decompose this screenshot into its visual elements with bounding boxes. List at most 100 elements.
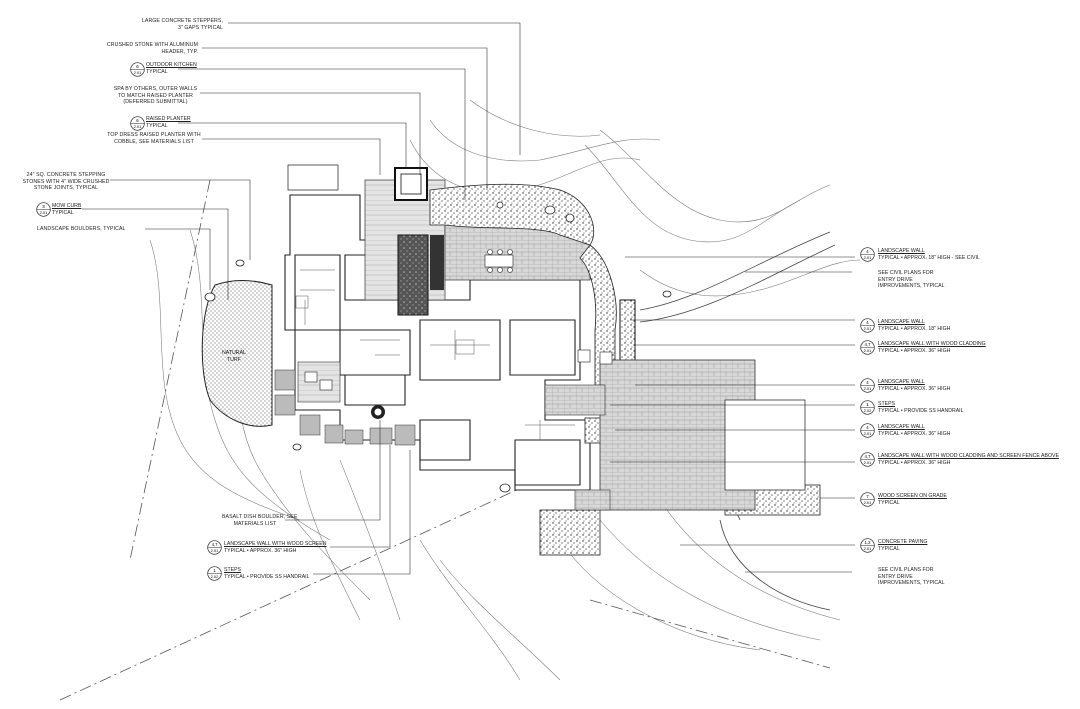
tag-bottom: 2.01 <box>864 546 873 551</box>
west-patio <box>297 361 341 403</box>
tag-bottom: 2.02 <box>211 574 220 579</box>
tag-bottom: 2.01 <box>134 70 143 75</box>
callout-sub: TYPICAL • APPROX. 36" HIGH <box>224 547 297 554</box>
tag-bottom: 2.01 <box>40 210 49 215</box>
note-line: LARGE CONCRETE STEPPERS, <box>141 18 223 24</box>
steps-south <box>574 489 611 511</box>
callout-title: CONCRETE PAVING <box>878 539 928 545</box>
tag-bottom: 2.01 <box>864 326 873 331</box>
note-basalt-boulder: BASALT DISH BOULDER, SEE MATERIALS LIST <box>222 514 297 527</box>
callout-title: LANDSCAPE WALL WITH WOOD SCREEN <box>224 541 327 547</box>
note-spa: SPA BY OTHERS, OUTER WALLS TO MATCH RAIS… <box>108 86 203 106</box>
outdoor-kitchen-dark <box>397 234 429 316</box>
callout-sub: TYPICAL • APPROX. 18" HIGH - SEE CIVIL <box>878 254 980 261</box>
callout-title: STEPS <box>224 567 242 573</box>
note-outdoor-kitchen: OUTDOOR KITCHEN TYPICAL <box>146 62 197 75</box>
callout-title: MOW CURB <box>52 203 82 209</box>
note-line: COBBLE, SEE MATERIALS LIST <box>114 138 194 145</box>
tag-bottom: 2.01 <box>864 431 873 436</box>
tag-bottom: 2.01 <box>134 124 143 129</box>
note-line: CRUSHED STONE WITH ALUMINUM <box>106 42 198 48</box>
callout: LANDSCAPE WALL WITH WOOD CLADDING AND SC… <box>878 453 1059 466</box>
callout-sub: TYPICAL <box>52 209 74 216</box>
note-crushed-stone: CRUSHED STONE WITH ALUMINUM HEADER, TYP. <box>80 42 198 55</box>
property-lines <box>59 179 831 701</box>
detail-tag-wall-wood-screen: 4,7 2.01 <box>207 540 222 555</box>
callout-sub: TYPICAL <box>146 122 168 129</box>
natural-turf-area <box>201 280 273 427</box>
south-planter <box>539 509 601 556</box>
note-line: SPA BY OTHERS, OUTER WALLS <box>113 86 198 92</box>
tag-top: 1 <box>213 568 216 573</box>
callout-sub: TYPICAL • APPROX. 36" HIGH <box>878 430 951 437</box>
note-line: SEE CIVIL PLANS FOR <box>878 567 934 573</box>
tag-top: 4,7 <box>865 454 872 459</box>
note-line: TO MATCH RAISED PLANTER <box>117 92 194 99</box>
note-stepping-stones: 24" SQ. CONCRETE STEPPING STONES WITH 4"… <box>18 172 114 192</box>
callout-title: OUTDOOR KITCHEN <box>146 62 197 68</box>
note-raised-planter: RAISED PLANTER TYPICAL <box>146 116 191 129</box>
turf-line-2: TURF <box>226 356 241 363</box>
tag-bottom: 2.01 <box>864 460 873 465</box>
tag-bottom: 2.01 <box>864 386 873 391</box>
interior-lines <box>295 269 575 440</box>
tag-bottom: 2.01 <box>211 548 220 553</box>
note-line: IMPROVEMENTS, TYPICAL <box>878 580 945 587</box>
detail-tag-steps-left: 1 2.02 <box>207 566 222 581</box>
callout-title: LANDSCAPE WALL <box>878 379 925 385</box>
callout-sub: TYPICAL • APPROX. 36" HIGH <box>878 459 951 466</box>
callout-sub: TYPICAL • APPROX. 18" HIGH <box>878 325 951 332</box>
turf-line-1: NATURAL <box>222 350 246 356</box>
upper-planter <box>287 164 339 191</box>
callout-title: LANDSCAPE WALL WITH WOOD CLADDING AND SC… <box>878 453 1059 459</box>
tag-bottom: 2.01 <box>864 500 873 505</box>
note-line: IMPROVEMENTS, TYPICAL <box>878 283 945 290</box>
tag-top: 6 <box>136 64 139 69</box>
note-wall-wood-screen: LANDSCAPE WALL WITH WOOD SCREEN TYPICAL … <box>224 541 327 554</box>
tag-top: 7 <box>866 494 869 499</box>
leader-lines <box>82 22 855 575</box>
tag-bottom: 2.01 <box>864 255 873 260</box>
kitchen-counter <box>430 235 444 290</box>
callout-sub: TYPICAL • PROVIDE SS HANDRAIL <box>224 573 310 580</box>
lounge-chairs <box>304 349 613 391</box>
note-line: MATERIALS LIST <box>233 520 277 527</box>
callout-title: WOOD SCREEN ON GRADE <box>878 493 947 499</box>
tag-top: 6 <box>136 118 139 123</box>
callout-sub: TYPICAL <box>878 545 900 552</box>
note-line: STONE JOINTS, TYPICAL <box>33 185 99 192</box>
callout-sub: TYPICAL • PROVIDE SS HANDRAIL <box>878 407 964 414</box>
tag-top: 3 <box>42 204 45 209</box>
note-line: HEADER, TYP. <box>161 48 198 55</box>
callout-title: LANDSCAPE WALL <box>878 248 925 254</box>
note-line: SEE CIVIL PLANS FOR <box>878 270 934 276</box>
callout-sub: TYPICAL • APPROX. 36" HIGH <box>878 347 951 354</box>
note-line: ENTRY DRIVE <box>878 276 913 283</box>
note-line: 3" GAPS TYPICAL <box>177 24 223 31</box>
detail-tag-mow-curb: 3 2.01 <box>36 202 51 217</box>
natural-turf-label: NATURAL TURF <box>222 350 246 363</box>
note-line: TOP DRESS RAISED PLANTER WITH <box>107 132 201 138</box>
tag-top: 4 <box>866 380 869 385</box>
landscape-boulders <box>204 201 672 493</box>
note-top-dress: TOP DRESS RAISED PLANTER WITH COBBLE, SE… <box>105 132 203 145</box>
stone-planter-north <box>429 183 595 246</box>
callout-sub: TYPICAL <box>878 499 900 506</box>
stepping-stones <box>274 369 416 446</box>
tag-top: 4 <box>866 320 869 325</box>
callout-title: RAISED PLANTER <box>146 116 191 122</box>
callout-title: STEPS <box>878 401 896 407</box>
tag-top: 4 <box>866 249 869 254</box>
tag-top: 1 <box>866 402 869 407</box>
